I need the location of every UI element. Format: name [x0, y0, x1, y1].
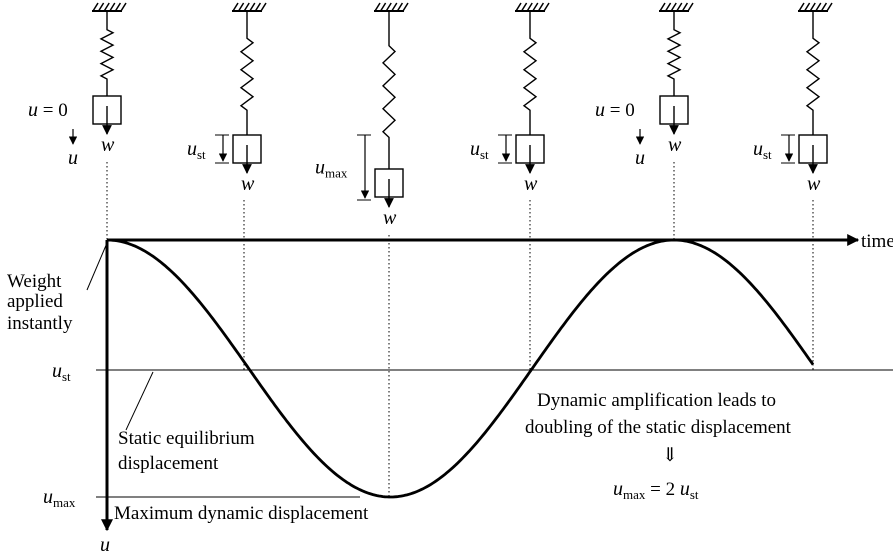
- spring-mass-system-1: w u = 0 u: [28, 2, 127, 169]
- ground-hatch: [664, 2, 672, 12]
- ground-hatch: [798, 2, 805, 12]
- ground-hatch: [232, 2, 239, 12]
- ground-hatch: [681, 2, 689, 12]
- ground-hatch: [543, 2, 550, 12]
- spring-mass-system-4: w ust: [470, 2, 550, 195]
- spring-mass-system-5: w u = 0 u: [595, 2, 694, 169]
- spring-mass-system-6: w ust: [753, 2, 833, 195]
- ground-hatch: [97, 2, 105, 12]
- spring-icon: [99, 11, 115, 96]
- ground-hatch: [379, 2, 387, 12]
- ground-hatch: [803, 2, 811, 12]
- displacement-label: umax: [315, 157, 348, 181]
- ground-hatch: [120, 2, 127, 12]
- time-axis-label: time: [861, 231, 893, 252]
- ground-hatch: [809, 2, 816, 12]
- pointer-lines: [86, 242, 154, 431]
- ground-hatch: [254, 2, 262, 12]
- ground-hatch: [537, 2, 545, 12]
- ground-hatch: [815, 2, 822, 12]
- displacement-label: ust: [470, 138, 489, 162]
- weight-label: w: [524, 173, 538, 195]
- displacement-response-curve: [107, 238, 815, 499]
- ground-hatch: [687, 2, 694, 12]
- u-zero-label: u = 0: [595, 99, 635, 121]
- ground-hatch: [391, 2, 398, 12]
- displacement-label: ust: [187, 138, 206, 162]
- guide-lines: [106, 162, 814, 497]
- ground-hatch: [260, 2, 267, 12]
- weight-label: w: [101, 134, 115, 156]
- ground-hatch: [109, 2, 116, 12]
- implies-arrow: ⇓: [662, 445, 678, 466]
- weight-pointer-line: [86, 242, 108, 291]
- ground-hatch: [385, 2, 392, 12]
- ground-hatch: [520, 2, 528, 12]
- ground-hatch: [826, 2, 833, 12]
- ground-hatch: [92, 2, 99, 12]
- ground-hatch: [114, 2, 122, 12]
- spring-mass-system-3: w umax: [315, 2, 409, 229]
- ground-hatch: [396, 2, 404, 12]
- u-axis-symbol: u: [100, 534, 110, 555]
- ground-hatch: [670, 2, 677, 12]
- weight-label: w: [807, 173, 821, 195]
- weight-label: w: [241, 173, 255, 195]
- ground-hatch: [820, 2, 828, 12]
- spring-icon: [805, 11, 821, 135]
- u-direction-label: u: [68, 147, 78, 169]
- weight-applied-line-3: instantly: [7, 313, 73, 334]
- displacement-label: ust: [753, 138, 772, 162]
- ground-hatch: [532, 2, 539, 12]
- ground-hatch: [243, 2, 250, 12]
- amplification-line-2: doubling of the static displacement: [525, 417, 792, 438]
- weight-applied-line-1: Weight: [7, 271, 62, 292]
- static-equilibrium-line-1: Static equilibrium: [118, 428, 255, 449]
- u-direction-label: u: [635, 147, 645, 169]
- umax-axis-label: umax: [43, 486, 76, 510]
- amplification-line-1: Dynamic amplification leads to: [537, 390, 776, 411]
- ground-hatch: [515, 2, 522, 12]
- spring-mass-system-2: w ust: [187, 2, 267, 195]
- spring-icon: [239, 11, 255, 135]
- ground-hatch: [402, 2, 409, 12]
- ground-hatch: [526, 2, 533, 12]
- ground-hatch: [237, 2, 245, 12]
- weight-applied-line-2: applied: [7, 291, 63, 312]
- spring-icon: [666, 11, 682, 96]
- u-zero-label: u = 0: [28, 99, 68, 121]
- ust-axis-label: ust: [52, 360, 71, 384]
- spring-icon: [381, 11, 397, 169]
- static-pointer-line: [125, 371, 154, 431]
- ground-hatch: [249, 2, 256, 12]
- spring-icon: [522, 11, 538, 135]
- ground-hatch: [103, 2, 110, 12]
- weight-label: w: [668, 134, 682, 156]
- ground-hatch: [659, 2, 666, 12]
- spring-mass-systems: w u = 0 u w ust w umax w ust w u = 0 u w ust: [28, 2, 833, 229]
- ground-hatch: [676, 2, 683, 12]
- amplification-equation: umax = 2 ust: [613, 478, 699, 502]
- weight-label: w: [383, 207, 397, 229]
- max-dynamic-label: Maximum dynamic displacement: [114, 503, 369, 524]
- static-equilibrium-line-2: displacement: [118, 453, 219, 474]
- ground-hatch: [374, 2, 381, 12]
